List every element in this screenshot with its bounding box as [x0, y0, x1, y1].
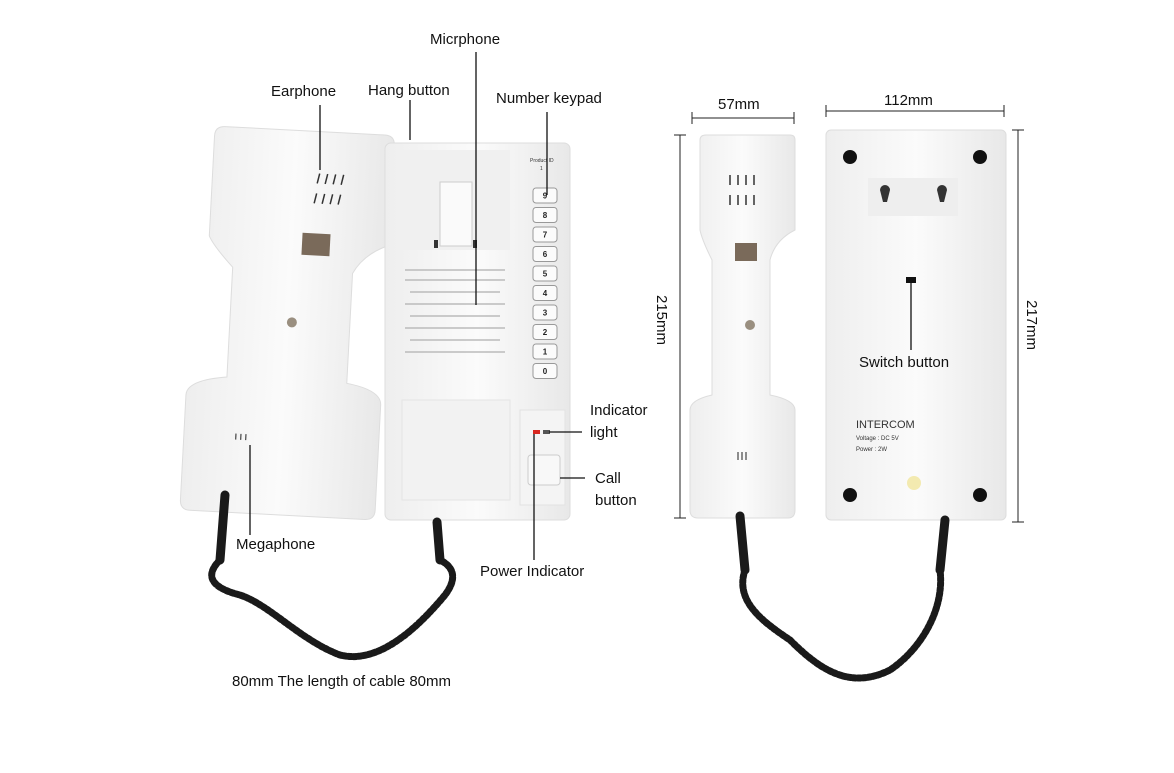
dimension-lines: [674, 105, 1024, 523]
power-label: Power : 2W: [856, 447, 887, 453]
keypad-key-label: 9: [543, 192, 548, 201]
product-id-value: 1: [540, 166, 543, 172]
keypad-key: [532, 187, 558, 204]
voltage-label: Voltage : DC 5V: [856, 436, 899, 442]
dim-handset-width: 57mm: [718, 96, 760, 113]
keypad-key-label: 2: [543, 328, 548, 337]
number-keypad: 9 8 7 6 5 4 3 2 1 0: [532, 187, 558, 379]
dim-handset-height: 215mm: [653, 295, 670, 345]
base-back: INTERCOM Voltage : DC 5V Power : 2W: [825, 129, 1007, 521]
label-megaphone: Megaphone: [236, 536, 315, 553]
keypad-key: [532, 324, 558, 340]
keypad-key: [532, 246, 558, 262]
keypad-key-label: 4: [543, 289, 548, 298]
dim-base-width: 112mm: [884, 92, 933, 109]
keypad-key-label: 8: [543, 211, 548, 220]
back-title: INTERCOM: [856, 419, 915, 431]
keypad-key-label: 0: [543, 367, 548, 376]
keypad-key-label: 6: [543, 250, 548, 259]
keypad-key-label: 3: [543, 309, 548, 318]
keypad-key: [532, 304, 558, 321]
keypad-key-label: 7: [543, 231, 548, 240]
keypad-key: [532, 363, 558, 379]
label-cable-length: 80mm The length of cable 80mm: [232, 673, 451, 690]
keypad-key-label: 5: [543, 270, 548, 279]
keypad-key: [532, 265, 558, 282]
keypad-key: [532, 343, 558, 360]
power-indicator-light: [533, 430, 540, 434]
label-indicator-light-2: light: [590, 424, 618, 441]
callout-lines: [249, 52, 912, 560]
switch-button: [906, 277, 916, 283]
earphone-grille: [313, 173, 345, 205]
label-hang-button: Hang button: [368, 82, 450, 99]
label-call-button-2: button: [595, 492, 637, 509]
call-button: [527, 454, 561, 486]
label-indicator-light: Indicator: [590, 402, 648, 419]
label-call-button: Call: [595, 470, 621, 487]
keypad-key: [532, 285, 558, 301]
label-number-keypad: Number keypad: [496, 90, 602, 107]
handset-side: [689, 134, 796, 519]
handset-front: [179, 126, 395, 520]
dim-base-height: 217mm: [1023, 300, 1040, 350]
keypad-key: [532, 226, 558, 243]
product-id-label: Product ID: [530, 158, 554, 164]
coiled-cords: [208, 490, 950, 682]
speaker-grille: [405, 269, 505, 353]
keypad-key: [532, 207, 558, 223]
label-earphone: Earphone: [271, 83, 336, 100]
label-microphone: Micrphone: [430, 31, 500, 48]
keypad-key-label: 1: [543, 348, 548, 357]
label-power-indicator: Power Indicator: [480, 563, 584, 580]
indicator-light: [543, 430, 550, 434]
base-unit: Product ID 1 9 8 7 6 5 4 3 2 1 0: [384, 142, 571, 521]
label-switch-button: Switch button: [859, 354, 949, 371]
